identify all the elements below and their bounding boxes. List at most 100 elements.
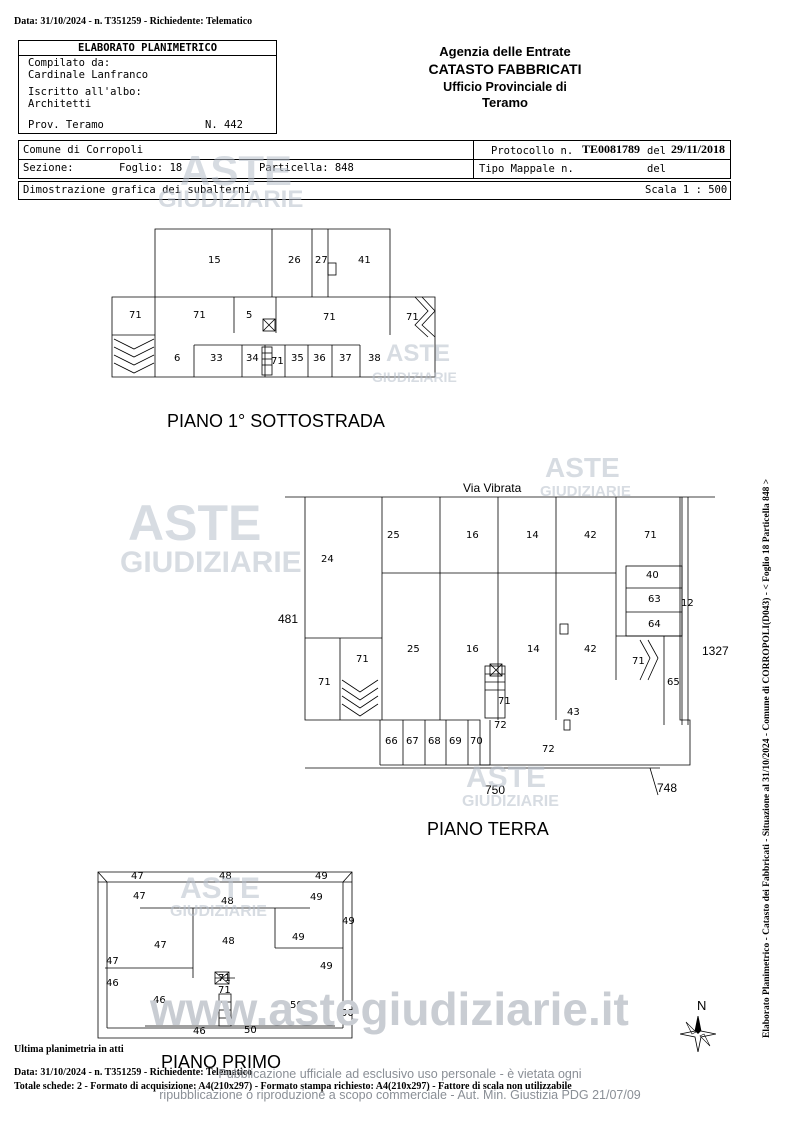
footer-line-1: Data: 31/10/2024 - n. T351259 - Richiede… [14, 1067, 253, 1078]
demo-row: Dimostrazione grafica dei subalterni Sca… [18, 181, 731, 200]
room-72-b: 72 [542, 744, 555, 755]
room-71-a: 71 [129, 310, 142, 321]
room-14-a: 14 [526, 530, 539, 541]
room-71-k: 71 [218, 973, 231, 984]
room-42-a: 42 [584, 530, 597, 541]
room-71-d: 71 [406, 312, 419, 323]
room-50-a: 50 [290, 1000, 303, 1011]
watermark-legal-1: Pubblicazione ufficiale ad esclusivo uso… [218, 1067, 582, 1081]
agency-name: Agenzia delle Entrate [439, 44, 571, 59]
room-48-a: 48 [219, 871, 232, 882]
room-47-c: 47 [154, 940, 167, 951]
room-71-b: 71 [193, 310, 206, 321]
room-35: 35 [291, 353, 304, 364]
plan-title-primo: PIANO PRIMO [161, 1052, 282, 1072]
watermark-aste-6: ASTE [180, 872, 261, 905]
room-6: 6 [174, 353, 181, 364]
del-label-2: del [647, 163, 666, 175]
sezione: Sezione: [23, 162, 74, 174]
room-15: 15 [208, 255, 221, 266]
room-26: 26 [288, 255, 301, 266]
room-48-c: 48 [222, 936, 235, 947]
iscritto-value: Architetti [28, 98, 92, 110]
room-49-d: 49 [292, 932, 305, 943]
watermark-giudiziarie-1: GIUDIZIARIE [158, 186, 304, 213]
boundary-481: 481 [278, 612, 299, 626]
elaborato-title: ELABORATO PLANIMETRICO [19, 41, 276, 56]
ultima-planimetria: Ultima planimetria in atti [14, 1044, 124, 1055]
room-25-a: 25 [387, 530, 400, 541]
tipo-mappale: Tipo Mappale n. [479, 163, 574, 175]
north-label: N [697, 998, 707, 1013]
room-24: 24 [321, 554, 334, 565]
room-46-c: 46 [193, 1026, 206, 1037]
room-47-a: 47 [131, 871, 144, 882]
room-36: 36 [313, 353, 326, 364]
room-47-b: 47 [133, 891, 146, 902]
room-68: 68 [428, 736, 441, 747]
foglio: Foglio: 18 [119, 162, 183, 174]
plan-terra [285, 496, 715, 796]
room-71-c: 71 [323, 312, 336, 323]
particella: Particella: 848 [259, 162, 354, 174]
room-43: 43 [567, 707, 580, 718]
watermark-aste-5: ASTE [466, 761, 547, 794]
compilato-name: Cardinale Lanfranco [28, 69, 149, 81]
room-5: 5 [246, 310, 253, 321]
watermark-giudiziarie-3: GIUDIZIARIE [540, 483, 631, 500]
compiler-block: ELABORATO PLANIMETRICO Compilato da: Car… [18, 40, 277, 134]
watermark-giudiziarie-6: GIUDIZIARIE [170, 903, 267, 920]
room-46-b: 46 [153, 995, 166, 1006]
comune: Comune di Corropoli [23, 144, 144, 156]
plan-sottostrada [111, 228, 436, 378]
compilato-label: Compilato da: [28, 57, 111, 69]
province: Prov. Teramo [28, 119, 104, 131]
boundary-750: 750 [485, 783, 506, 797]
del-label: del [647, 145, 666, 157]
room-71-e: 71 [271, 356, 284, 367]
watermark-giudiziarie-2: GIUDIZIARIE [372, 369, 457, 385]
header-line: Data: 31/10/2024 - n. T351259 - Richiede… [14, 16, 253, 27]
room-65: 65 [667, 677, 680, 688]
catasto-title: CATASTO FABBRICATI [428, 61, 582, 77]
demo-label: Dimostrazione grafica dei subalterni [23, 184, 251, 196]
room-37: 37 [339, 353, 352, 364]
room-71-i: 71 [632, 656, 645, 667]
watermark-giudiziarie-5: GIUDIZIARIE [462, 793, 559, 810]
boundary-748: 748 [657, 781, 678, 795]
room-12: 12 [681, 598, 694, 609]
room-47-d: 47 [106, 956, 119, 967]
room-69: 69 [449, 736, 462, 747]
room-41: 41 [358, 255, 371, 266]
ufficio-label: Ufficio Provinciale di [443, 80, 567, 94]
room-71-h: 71 [318, 677, 331, 688]
footer-line-2: Totale schede: 2 - Formato di acquisizio… [14, 1081, 572, 1092]
side-caption: Elaborato Planimetrico - Catasto dei Fab… [762, 478, 772, 1038]
room-49-b: 49 [310, 892, 323, 903]
ufficio-city: Teramo [482, 95, 528, 110]
watermark-legal-2: ripubblicazione o riproduzione a scopo c… [159, 1088, 641, 1102]
room-49-c: 49 [342, 916, 355, 927]
room-72-a: 72 [494, 720, 507, 731]
room-67: 67 [406, 736, 419, 747]
watermark-site: www.astegiudiziarie.it [150, 983, 629, 1035]
watermark-aste-1: ASTE [180, 147, 293, 194]
room-48-b: 48 [221, 896, 234, 907]
compass-icon [680, 1016, 716, 1052]
room-50-b: 50 [244, 1025, 257, 1036]
albo-number: N. 442 [205, 119, 243, 131]
room-16-a: 16 [466, 530, 479, 541]
room-34: 34 [246, 353, 259, 364]
room-14-b: 14 [527, 644, 540, 655]
plan-title-terra: PIANO TERRA [427, 819, 549, 839]
protocollo-value: TE0081789 [582, 142, 641, 156]
watermark-aste-4: ASTE [128, 495, 262, 551]
watermark-aste-3: ASTE [545, 452, 620, 483]
watermark-aste-2: ASTE [386, 340, 451, 367]
watermark-giudiziarie-4: GIUDIZIARIE [120, 546, 302, 579]
room-70: 70 [470, 736, 483, 747]
room-64: 64 [648, 619, 661, 630]
protocollo-label: Protocollo n. [491, 145, 574, 157]
iscritto-label: Iscritto all'albo: [28, 86, 142, 98]
room-71-l: 71 [218, 985, 231, 996]
